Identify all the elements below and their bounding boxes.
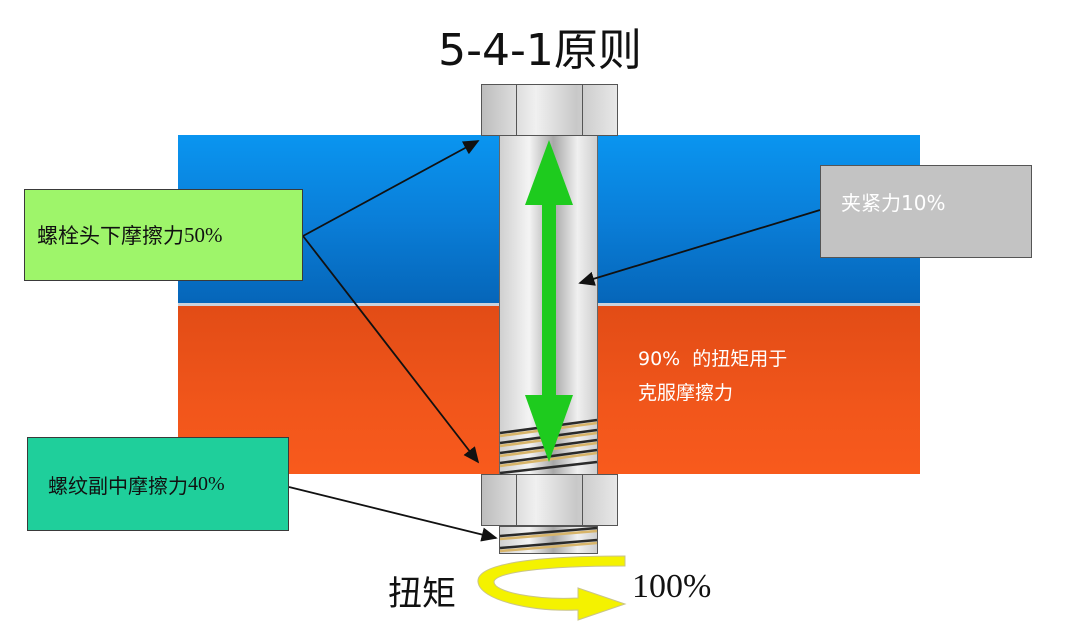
bolt-head-friction-percent: 50% [184,222,223,247]
clamp-force-callout: 夹紧力10% [820,165,1032,258]
bolt-head [481,84,618,136]
leader-lines [288,140,821,542]
torque-note: 90% 的扭矩用于 克服摩擦力 [638,342,787,410]
clamp-force-arrow-icon [525,140,573,462]
bolt-head-facet [582,85,583,135]
bolt-head-friction-text: 螺栓头下摩擦力 [37,224,184,248]
torque-arrow-icon [477,555,627,621]
torque-label: 扭矩 [388,574,456,614]
torque-note-line2: 克服摩擦力 [638,382,734,404]
torque-note-line1: 90% 的扭矩用于 [638,348,788,370]
nut-facet [582,475,583,525]
thread-friction-text: 螺纹副中摩擦力 [48,473,188,498]
nut-facet [516,475,517,525]
torque-value: 100% [632,568,712,605]
clamp-force-text: 夹紧力10% [841,191,946,215]
bolt-head-facet [516,85,517,135]
page-title: 5-4-1原则 [438,25,642,76]
thread-friction-percent: 40% [188,472,225,495]
nut [481,474,618,526]
